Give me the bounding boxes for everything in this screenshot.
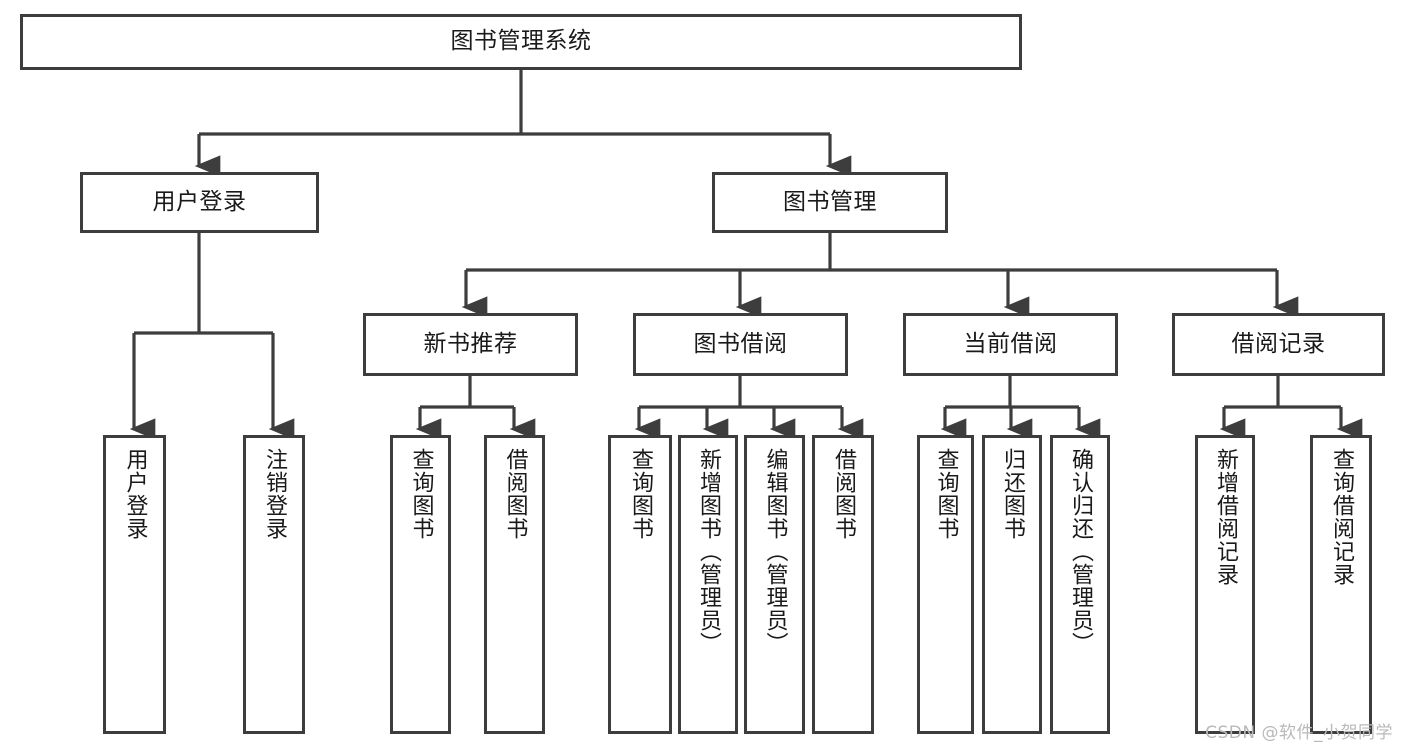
leaf-edit-book-admin-label: 编辑图书（管理员）: [762, 448, 788, 655]
leaf-logout-label: 注销登录: [261, 448, 287, 540]
node-root[interactable]: 图书管理系统: [20, 14, 1022, 70]
csdn-watermark: CSDN @软件_小贺同学: [1205, 723, 1393, 743]
leaf-borrow-book-1-label: 借阅图书: [502, 448, 528, 540]
node-new-book-recommend[interactable]: 新书推荐: [363, 313, 578, 376]
leaf-query-book-3-label: 查询图书: [933, 448, 959, 540]
leaf-edit-book-admin[interactable]: 编辑图书（管理员）: [744, 435, 805, 734]
leaf-borrow-book-2-label: 借阅图书: [830, 448, 856, 540]
node-user-login-label: 用户登录: [152, 188, 247, 215]
node-book-manage-label: 图书管理: [783, 188, 877, 215]
leaf-borrow-book-1[interactable]: 借阅图书: [484, 435, 545, 734]
node-borrow-record-label: 借阅记录: [1231, 330, 1326, 357]
leaf-query-book-3[interactable]: 查询图书: [917, 435, 974, 734]
leaf-query-borrow-record-label: 查询借阅记录: [1328, 448, 1354, 586]
leaf-logout[interactable]: 注销登录: [243, 435, 305, 734]
leaf-add-book-admin[interactable]: 新增图书（管理员）: [678, 435, 738, 734]
leaf-add-book-admin-label: 新增图书（管理员）: [695, 448, 721, 655]
leaf-return-book[interactable]: 归还图书: [982, 435, 1042, 734]
node-book-borrow[interactable]: 图书借阅: [633, 313, 848, 376]
leaf-query-book-1-label: 查询图书: [408, 448, 434, 540]
leaf-confirm-return-admin-label: 确认归还（管理员）: [1067, 448, 1093, 655]
leaf-query-book-1[interactable]: 查询图书: [390, 435, 451, 734]
leaf-query-book-2[interactable]: 查询图书: [608, 435, 672, 734]
leaf-user-login[interactable]: 用户登录: [103, 435, 166, 734]
leaf-query-borrow-record[interactable]: 查询借阅记录: [1310, 435, 1372, 734]
leaf-return-book-label: 归还图书: [999, 448, 1025, 540]
leaf-add-borrow-record-label: 新增借阅记录: [1212, 448, 1238, 586]
node-user-login[interactable]: 用户登录: [80, 172, 319, 233]
node-borrow-record[interactable]: 借阅记录: [1172, 313, 1385, 376]
leaf-confirm-return-admin[interactable]: 确认归还（管理员）: [1050, 435, 1110, 734]
node-root-label: 图书管理系统: [450, 28, 592, 55]
leaf-add-borrow-record[interactable]: 新增借阅记录: [1195, 435, 1255, 734]
node-current-borrow-label: 当前借阅: [963, 330, 1058, 357]
leaf-user-login-label: 用户登录: [122, 448, 148, 540]
node-book-manage[interactable]: 图书管理: [712, 172, 948, 233]
leaf-borrow-book-2[interactable]: 借阅图书: [812, 435, 874, 734]
node-current-borrow[interactable]: 当前借阅: [903, 313, 1118, 376]
node-book-borrow-label: 图书借阅: [693, 330, 788, 357]
leaf-query-book-2-label: 查询图书: [627, 448, 653, 540]
node-new-book-recommend-label: 新书推荐: [423, 330, 518, 357]
